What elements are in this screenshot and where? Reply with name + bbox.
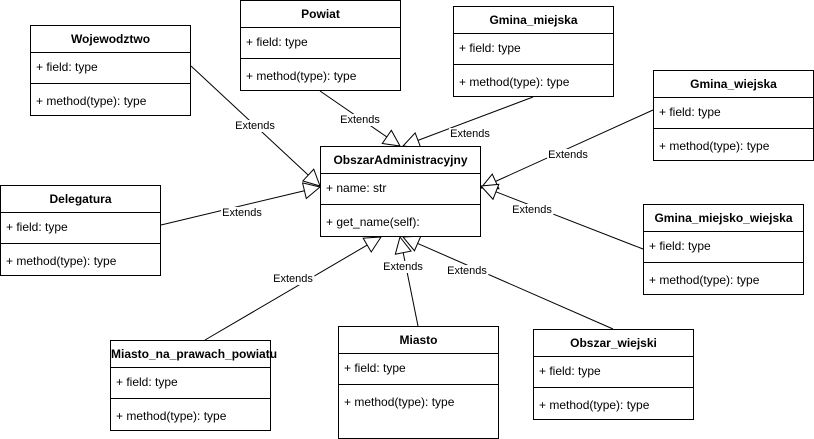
- class-field: + field: type: [454, 34, 613, 65]
- edge-label-delegatura: Extends: [222, 207, 262, 219]
- edge-label-bg-miasto: [382, 261, 425, 273]
- class-field: + field: type: [241, 28, 400, 59]
- class-method: + method(type): type: [659, 139, 770, 153]
- class-box-gmina-wiejska[interactable]: Gmina_wiejska + field: type + method(typ…: [653, 70, 814, 161]
- class-box-obszar-administracyjny[interactable]: ObszarAdministracyjny + name: str + get_…: [320, 146, 481, 237]
- class-box-miasto[interactable]: Miasto + field: type + method(type): typ…: [338, 326, 499, 439]
- edge-line-miasto_npp: [204, 244, 368, 341]
- edge-label-gmina_wiejska: Extends: [548, 149, 588, 161]
- class-name: Gmina_miejska: [454, 7, 613, 34]
- class-name: ObszarAdministracyjny: [321, 147, 480, 174]
- edge-label-miasto: Extends: [383, 261, 423, 273]
- class-name: Obszar_wiejski: [534, 330, 693, 357]
- class-name: Delegatura: [1, 186, 160, 213]
- edge-label-bg-gmina_miejska: [449, 128, 492, 140]
- class-box-gmina-miejsko-wiejska[interactable]: Gmina_miejsko_wiejska + field: type + me…: [643, 204, 804, 295]
- class-name: Miasto: [339, 327, 498, 354]
- edge-line-gmina_miejska: [417, 96, 534, 141]
- class-name: Wojewodztwo: [31, 26, 190, 53]
- class-method: + method(type): type: [246, 69, 357, 83]
- class-box-delegatura[interactable]: Delegatura + field: type + method(type):…: [0, 185, 161, 276]
- edge-label-powiat: Extends: [340, 114, 380, 126]
- class-field: + field: type: [534, 357, 693, 388]
- class-field: + field: type: [654, 98, 813, 129]
- edge-line-gmina_wiejska: [495, 109, 654, 182]
- edge-label-bg-delegatura: [221, 207, 264, 219]
- class-method: + get_name(self):: [326, 215, 420, 229]
- inheritance-arrowhead-powiat: [381, 129, 401, 147]
- edge-line-obszar_wiejski: [417, 242, 614, 330]
- class-field: + field: type: [1, 213, 160, 244]
- edge-label-wojewodztwo: Extends: [235, 120, 275, 132]
- class-name: Miasto_na_prawach_powiatu: [111, 341, 277, 368]
- class-box-powiat[interactable]: Powiat + field: type + method(type): typ…: [240, 0, 401, 91]
- inheritance-arrowhead-wojewodztwo: [301, 168, 321, 187]
- class-method: + method(type): type: [539, 398, 650, 412]
- class-method: + method(type): type: [116, 409, 227, 423]
- class-name: Gmina_miejsko_wiejska: [644, 205, 803, 232]
- inheritance-arrowhead-miasto: [394, 235, 412, 255]
- class-name: Gmina_wiejska: [654, 71, 813, 98]
- edge-line-powiat: [319, 90, 388, 138]
- edge-label-bg-miasto_npp: [272, 273, 315, 285]
- class-name: Powiat: [241, 1, 400, 28]
- edge-label-bg-gmina_miejsko_wiejska: [511, 204, 554, 216]
- class-field: + field: type: [644, 232, 803, 263]
- class-box-wojewodztwo[interactable]: Wojewodztwo + field: type + method(type)…: [30, 25, 191, 116]
- edge-label-obszar_wiejski: Extends: [447, 265, 487, 277]
- class-method: + method(type): type: [344, 395, 455, 409]
- inheritance-arrowhead-gmina_miejsko_wiejska: [479, 183, 500, 201]
- edge-label-miasto_npp: Extends: [273, 273, 313, 285]
- edge-label-bg-powiat: [339, 114, 382, 126]
- class-box-obszar-wiejski[interactable]: Obszar_wiejski + field: type + method(ty…: [533, 329, 694, 420]
- class-field: + field: type: [111, 368, 270, 399]
- class-method: + method(type): type: [36, 94, 147, 108]
- inheritance-arrowhead-delegatura: [301, 182, 322, 200]
- edge-label-bg-gmina_wiejska: [547, 149, 590, 161]
- edge-line-gmina_miejsko_wiejska: [495, 191, 644, 250]
- class-method: + method(type): type: [649, 273, 760, 287]
- edge-label-bg-wojewodztwo: [234, 120, 277, 132]
- class-method: + method(type): type: [6, 254, 117, 268]
- edge-label-bg-obszar_wiejski: [446, 265, 489, 277]
- class-field: + field: type: [339, 354, 498, 385]
- edge-label-gmina_miejsko_wiejska: Extends: [512, 204, 552, 216]
- edge-label-gmina_miejska: Extends: [450, 128, 490, 140]
- class-method: + method(type): type: [459, 75, 570, 89]
- class-field: + field: type: [31, 53, 190, 84]
- class-field: + name: str: [321, 174, 480, 205]
- class-box-miasto-na-prawach-powiatu[interactable]: Miasto_na_prawach_powiatu + field: type …: [110, 340, 277, 431]
- inheritance-arrowhead-miasto_npp: [362, 236, 382, 253]
- class-box-gmina-miejska[interactable]: Gmina_miejska + field: type + method(typ…: [453, 6, 614, 97]
